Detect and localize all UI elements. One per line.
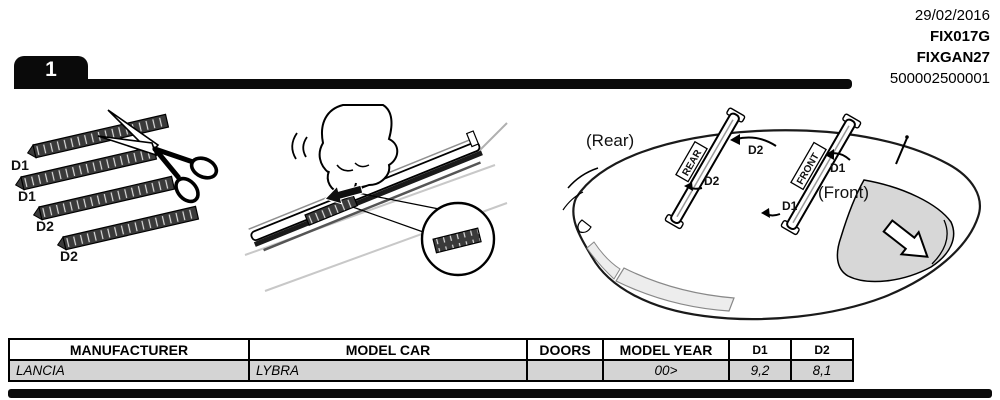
table-row: LANCIA LYBRA 00> 9,2 8,1 [8,359,854,382]
rubber-strip [56,205,200,251]
hand-icon [291,104,399,195]
cell-d1: 9,2 [728,359,792,382]
strip-label: D2 [36,218,54,234]
d1-arrowhead [825,149,834,160]
magnifier-leader-line [346,204,427,234]
side-window [586,241,621,280]
front-bar-tag [790,141,827,191]
d1-label: D1 [830,161,846,175]
document-codes: 29/02/2016 FIX017G FIXGAN27 500002500001 [890,5,990,89]
d2-label: D2 [704,174,720,188]
serial-number: 500002500001 [889,70,990,87]
rear-bar-tag [675,140,708,183]
side-window [615,267,735,312]
header-doors: DOORS [526,338,604,361]
strip-label: D2 [60,248,78,264]
step-number-tab: 1 [14,56,88,89]
header-d1: D1 [728,338,792,361]
step-divider-bar [14,79,852,89]
d2-arrowhead [684,182,693,191]
rubber-strip [432,227,482,254]
body-line [567,167,599,189]
d2-arrowhead [730,134,740,145]
mirror-icon [577,219,592,234]
d1-label: D1 [782,199,798,213]
body-line [931,219,948,265]
front-crossbar: FRONT [780,113,862,236]
scissors-icon [97,109,219,204]
rubber-strip [32,175,176,221]
fitment-table: MANUFACTURER MODEL CAR DOORS MODEL YEAR … [8,338,854,382]
rubber-strip [304,194,359,226]
magnifier-leader-line [357,192,440,210]
cell-model-car: LYBRA [248,359,528,382]
cell-d2: 8,1 [790,359,854,382]
footer-bar [8,389,992,398]
date-text: 29/02/2016 [914,7,990,24]
d2-label: D2 [748,143,764,157]
header-d2: D2 [790,338,854,361]
direction-arrow [882,219,929,258]
strip-insertion-figure [244,104,508,292]
insert-direction-arrow [324,184,364,205]
antenna-tip [905,135,909,139]
rear-crossbar: REAR [664,107,746,230]
rear-caption: (Rear) [586,131,634,150]
header-model-year: MODEL YEAR [602,338,730,361]
cell-doors [526,359,604,382]
d1-arrowhead [761,208,770,218]
cutting-strips-figure: D1 D1 D2 D2 [11,109,219,264]
front-caption: (Front) [818,183,869,202]
rubber-strip [14,145,158,191]
kit-code: FIXGAN27 [916,49,990,66]
cell-model-year: 00> [602,359,730,382]
table-header-row: MANUFACTURER MODEL CAR DOORS MODEL YEAR … [8,338,854,361]
strip-label: D1 [18,188,36,204]
body-line [562,191,584,211]
antenna-icon [895,137,908,165]
strip-label: D1 [11,157,29,173]
cell-manufacturer: LANCIA [8,359,250,382]
product-code: FIX017G [929,28,990,45]
header-manufacturer: MANUFACTURER [8,338,250,361]
magnifier-detail [420,201,496,277]
roof-bars-figure: REAR FRONT (Rear) (Front) D2 D2 D1 D1 [562,107,981,321]
header-model-car: MODEL CAR [248,338,528,361]
